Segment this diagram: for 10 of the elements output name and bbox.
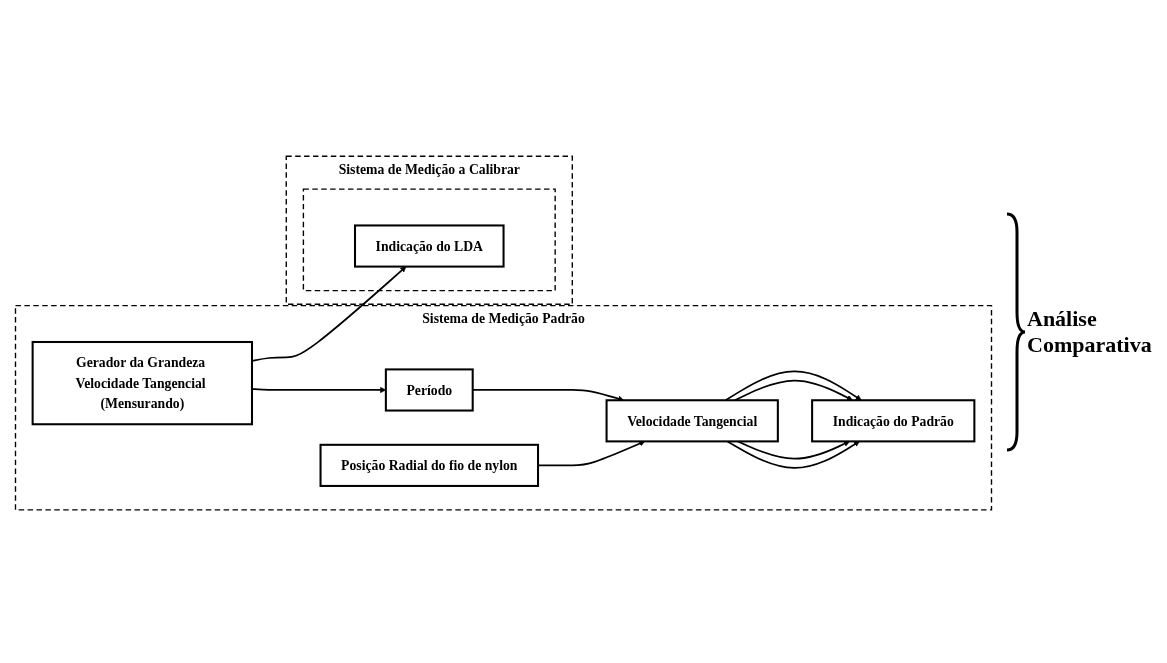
node-box: Indicação do LDA (354, 224, 505, 268)
node-box: Velocidade Tangencial (605, 399, 779, 443)
node-box: Período (384, 368, 474, 412)
arrow (251, 266, 407, 362)
cluster (302, 188, 556, 292)
node-box: Posição Radial do fio de nylon (319, 443, 540, 487)
node-box: Gerador da Grandeza Velocidade Tangencial (Mensurando) (31, 340, 253, 426)
arrow (724, 370, 862, 401)
bracket-label: Análise Comparativa (1027, 305, 1153, 358)
node-box: Indicação do Padrão (811, 399, 976, 443)
